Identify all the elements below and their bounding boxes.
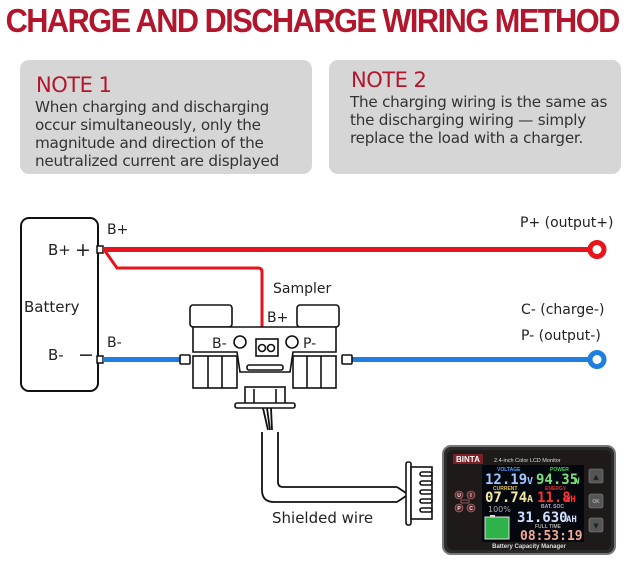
- ok-button[interactable]: [588, 493, 604, 509]
- charge-negative-label: C- (charge-): [521, 302, 604, 318]
- mode-buttons: U I P C: [454, 490, 476, 513]
- down-button[interactable]: [588, 517, 604, 533]
- note-1: NOTE 1 When charging and discharging occ…: [20, 60, 312, 174]
- energy-label: ENERGY: [545, 486, 567, 492]
- button-c-label: C: [469, 506, 473, 512]
- battery-neg-terminal: [96, 355, 104, 364]
- energy-value: 11.8: [537, 490, 571, 506]
- battery-minus-sign: −: [78, 344, 94, 366]
- page-title: CHARGE AND DISCHARGE WIRING METHOD: [5, 2, 621, 39]
- positive-output-terminal: [587, 240, 607, 259]
- battery-percent: 100%: [488, 505, 511, 514]
- time-value: 08:53:19: [520, 529, 583, 544]
- battery-neg-label: B-: [48, 346, 64, 364]
- voltage-label: VOLTAGE: [497, 467, 521, 473]
- battery-level-icon: [484, 516, 510, 540]
- button-u[interactable]: [454, 490, 464, 500]
- sampler-b-plus-label: B+: [267, 310, 288, 326]
- current-unit: A: [527, 494, 533, 505]
- output-negative-label: P- (output-): [521, 328, 601, 344]
- output-positive-label: P+ (output+): [520, 215, 613, 231]
- up-arrow-icon: ▲: [593, 473, 599, 481]
- sampler-b-minus-label: B-: [212, 336, 227, 352]
- sampler-label: Sampler: [273, 281, 331, 297]
- note-2-heading: NOTE 2: [351, 68, 427, 92]
- ok-label: OK: [592, 499, 600, 505]
- battery-box: [20, 217, 99, 392]
- battery-plus-sign: +: [75, 239, 91, 261]
- current-value: 07.74: [485, 490, 527, 506]
- monitor-footer: Battery Capacity Manager: [492, 544, 566, 550]
- time-label: FULL TIME: [535, 524, 562, 530]
- monitor-header: 2.4-inch Color LCD Monitor: [494, 458, 561, 464]
- shielded-wire-label: Shielded wire: [272, 509, 373, 527]
- down-arrow-icon: ▼: [593, 522, 599, 530]
- button-i[interactable]: [466, 490, 476, 500]
- note-1-heading: NOTE 1: [36, 73, 112, 97]
- connector-plug: [405, 461, 433, 526]
- shielded-cable: [261, 407, 407, 503]
- button-u-label: U: [457, 493, 461, 499]
- battery-pos-terminal: [96, 245, 104, 254]
- sampler-p-minus-label: P-: [303, 336, 316, 352]
- energy-unit: WH: [565, 495, 576, 505]
- power-value: 94.35: [536, 472, 578, 488]
- current-label: CURRENT: [493, 486, 517, 492]
- power-unit: W: [574, 477, 580, 487]
- power-label: POWER: [550, 467, 569, 473]
- capacity-unit: AH: [566, 515, 577, 525]
- note-1-text: When charging and discharging occur simu…: [35, 98, 279, 170]
- sampler: [179, 304, 353, 409]
- up-button[interactable]: [588, 468, 604, 484]
- note-2-text: The charging wiring is the same as the d…: [350, 93, 608, 147]
- button-p-label: P: [457, 506, 461, 512]
- capacity-label: BAT. SOC: [541, 504, 564, 510]
- button-p[interactable]: [454, 503, 464, 513]
- wire-b-minus-label: B-: [107, 335, 122, 351]
- sampler-sense-wire: [103, 250, 264, 348]
- negative-output-terminal: [587, 350, 607, 369]
- lcd-monitor: BINTA 2.4-inch Color LCD Monitor VOLTAGE…: [442, 445, 616, 555]
- brand-name: BINTA: [456, 455, 480, 464]
- note-2: NOTE 2 The charging wiring is the same a…: [329, 60, 621, 174]
- button-c[interactable]: [466, 503, 476, 513]
- voltage-value: 12.19: [485, 472, 527, 488]
- voltage-unit: V: [527, 476, 533, 487]
- battery-label: Battery: [24, 298, 80, 316]
- battery-pos-label: B+: [48, 241, 71, 259]
- brand-badge: [453, 454, 483, 464]
- capacity-value: 31.630: [517, 510, 568, 526]
- wire-b-plus-label: B+: [107, 222, 128, 238]
- button-i-label: I: [470, 493, 472, 499]
